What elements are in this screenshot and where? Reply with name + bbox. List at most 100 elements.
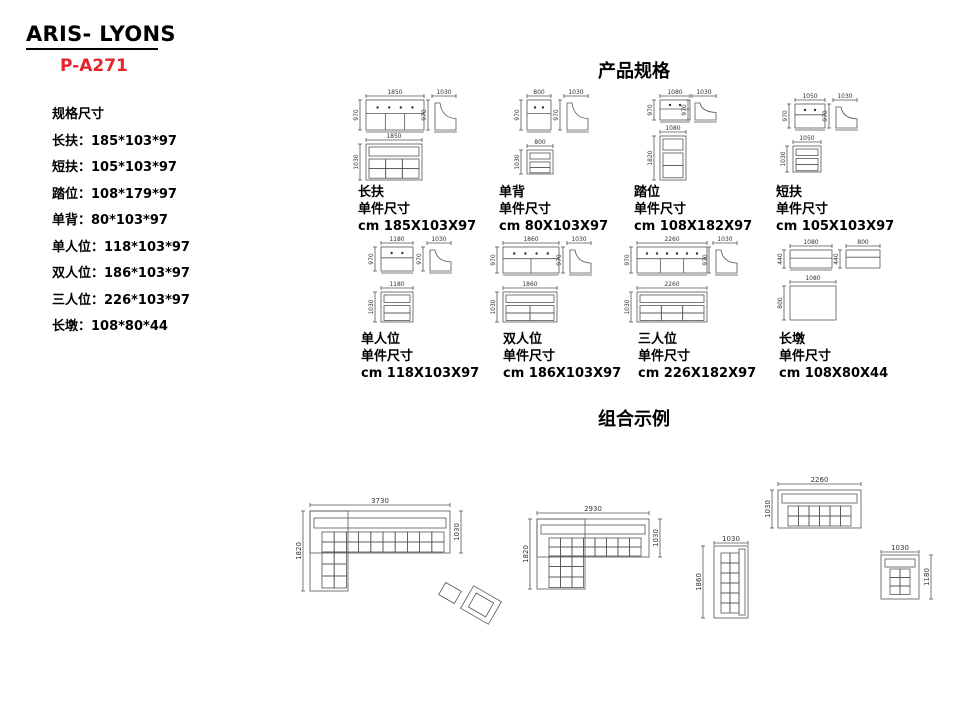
pillow-mark — [685, 252, 689, 255]
seat-cell — [829, 515, 841, 527]
dimension-label: 970 — [647, 104, 654, 116]
seat-cell — [321, 541, 335, 553]
seat-cell — [370, 541, 384, 553]
front-outline — [636, 246, 708, 274]
side-view — [429, 249, 452, 274]
seat-cell — [729, 592, 740, 604]
side-view — [569, 249, 592, 276]
module-name: 长扶 — [358, 185, 385, 200]
seat-cell — [571, 537, 584, 548]
pillow-mark — [388, 106, 391, 109]
dimension-label: 970 — [416, 253, 423, 265]
seat-cell — [729, 552, 740, 564]
dimension-label: 1030 — [696, 89, 711, 96]
seat-cell — [333, 531, 347, 543]
seat-cell — [406, 541, 420, 553]
module-label: 单件尺寸 — [638, 349, 691, 364]
seat-cell — [419, 531, 433, 543]
back-cushion — [540, 524, 646, 535]
seat-cell — [333, 563, 347, 577]
dimension-label: 1030 — [436, 89, 451, 96]
module-label: 单件尺寸 — [503, 349, 556, 364]
front-view — [502, 246, 560, 276]
top-outline — [365, 143, 423, 181]
seat-cell — [548, 546, 561, 557]
front-outline — [526, 99, 552, 131]
seat-cell — [321, 531, 335, 543]
module-name: 双人位 — [503, 332, 543, 347]
side-profile — [694, 102, 717, 121]
dimension-label: 970 — [353, 109, 360, 121]
seat-cell — [720, 602, 731, 614]
pillow-mark — [533, 106, 537, 109]
seat-cell — [571, 576, 584, 588]
spec-item: 双人位：186*103*97 — [52, 266, 190, 281]
top-outline — [526, 149, 554, 175]
seat-cell — [819, 505, 831, 517]
seat-cell — [617, 537, 630, 548]
dimension-label: 970 — [421, 109, 428, 121]
pillow-mark — [401, 251, 404, 255]
dimension-label: 1030 — [514, 154, 521, 169]
front-view — [794, 103, 826, 131]
top-back — [795, 148, 819, 156]
top-outline — [636, 291, 708, 323]
seat-cell — [720, 552, 731, 564]
seat-cell — [548, 555, 561, 567]
dimension-label: 800 — [533, 89, 545, 96]
dimension-label: 1850 — [387, 89, 402, 96]
module-label: 单件尺寸 — [499, 202, 552, 217]
seat-cell — [571, 555, 584, 567]
dimension-label: 1850 — [386, 133, 401, 140]
dimension-label: 1180 — [389, 236, 404, 243]
dimension-label: 1860 — [695, 573, 703, 591]
seat-cell — [529, 312, 555, 321]
dimension-label: 970 — [514, 109, 521, 121]
seat-cell — [370, 531, 384, 543]
module-caption: 双人位 单件尺寸 cm 186X103X97 — [503, 331, 621, 382]
front-outline — [659, 99, 691, 121]
module-name: 三人位 — [638, 332, 678, 347]
seat-cell — [321, 563, 335, 577]
module-caption: 单人位 单件尺寸 cm 118X103X97 — [361, 331, 479, 382]
seat-cell — [548, 566, 561, 578]
top-view — [365, 143, 423, 181]
combo-outline — [309, 510, 349, 592]
top-outline — [502, 291, 558, 323]
dimension-label: 970 — [782, 110, 789, 122]
spec-item: 长扶：185*103*97 — [52, 133, 177, 149]
seat-cell — [819, 515, 831, 527]
dimension-label: 1820 — [647, 150, 654, 165]
ottoman-sketch — [438, 581, 462, 605]
top-view — [659, 135, 687, 181]
top-view — [502, 291, 558, 323]
combo-outline — [713, 545, 749, 619]
dimension-label: 1030 — [837, 93, 852, 100]
top-outline — [380, 291, 414, 323]
dimension-label: 1030 — [764, 500, 772, 518]
dimension-label: 1050 — [799, 135, 814, 142]
module-caption: 踏位 单件尺寸 cm 108X182X97 — [634, 184, 752, 235]
dimension-label: 1030 — [780, 151, 787, 166]
seat-cell — [798, 505, 810, 517]
dimension-label: 1080 — [665, 125, 680, 132]
dimension-label: 1030 — [453, 523, 461, 541]
module-name: 单背 — [499, 185, 526, 200]
pillow-mark — [813, 108, 817, 112]
module-size: cm 118X103X97 — [361, 366, 480, 381]
dimension-label: 970 — [553, 109, 560, 121]
module-label: 单件尺寸 — [776, 202, 829, 217]
seat-cell — [560, 537, 573, 548]
dimension-label: 2260 — [664, 236, 679, 243]
front-view — [659, 99, 691, 123]
pillow-mark — [695, 252, 699, 255]
module-name: 短扶 — [776, 185, 803, 200]
pillow-mark — [655, 252, 659, 255]
module-label: 单件尺寸 — [634, 202, 687, 217]
